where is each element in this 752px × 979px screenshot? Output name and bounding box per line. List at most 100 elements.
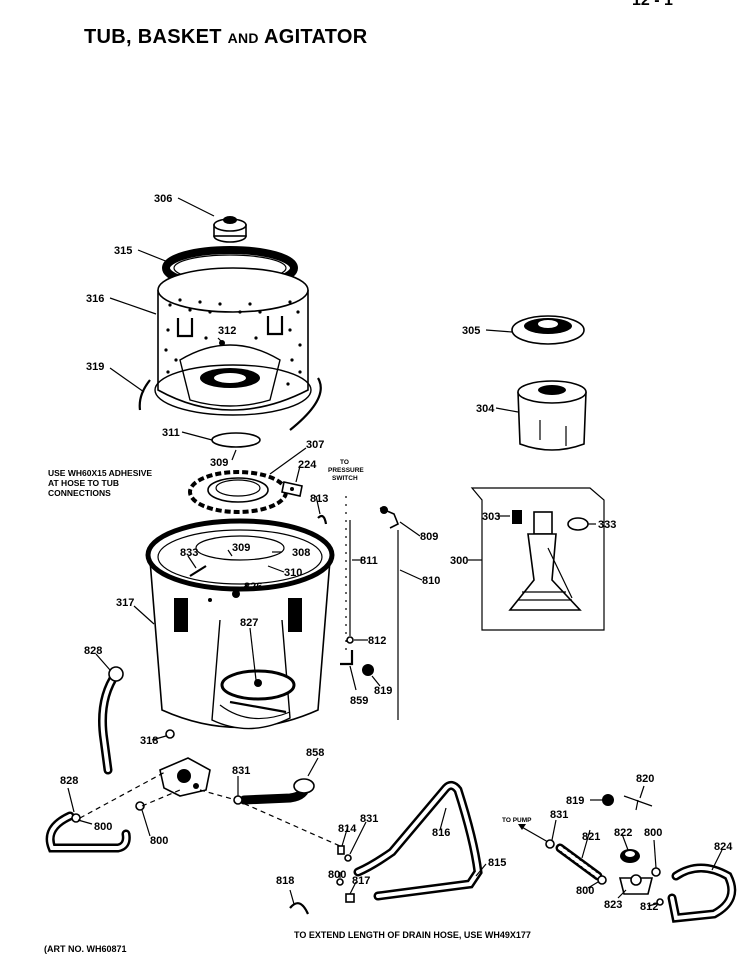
adhesive-note-line-3: CONNECTIONS [48, 488, 111, 498]
label-311: 311 [162, 427, 180, 439]
part-318-clip [165, 729, 175, 739]
label-831-right: 831 [550, 809, 568, 821]
part-300-agitator-box [470, 487, 605, 631]
title-end: AGITATOR [263, 26, 368, 48]
part-828-hose-lower [45, 811, 131, 853]
arrow-head [518, 824, 526, 830]
dashed-assembly-line-d [235, 799, 341, 847]
page-number: 12 - 1 [632, 0, 673, 9]
part-312-screw [219, 340, 225, 346]
label-312: 312 [218, 325, 236, 337]
label-317: 317 [116, 597, 134, 609]
arrow-to-pump [519, 825, 549, 843]
label-859: 859 [350, 695, 368, 707]
part-319-tube-b [289, 377, 322, 431]
label-817: 817 [352, 875, 370, 887]
label-319: 319 [86, 361, 104, 373]
part-822-grommet [620, 849, 640, 863]
part-820-screw [623, 795, 653, 811]
label-858: 858 [306, 747, 324, 759]
label-306: 306 [154, 193, 172, 205]
pressure-note-line-2: PRESSURE [328, 467, 364, 474]
part-304-auger [517, 380, 587, 451]
part-859-elbow [340, 650, 354, 666]
label-809: 809 [420, 531, 438, 543]
pressure-switch-note: TO PRESSURE SWITCH [328, 459, 364, 482]
part-819-cap-b [602, 794, 614, 806]
art-number: (ART NO. WH60871 [44, 944, 127, 954]
label-318: 318 [140, 735, 158, 747]
part-858-hose [239, 778, 315, 805]
label-814: 814 [338, 823, 357, 835]
part-813-clip [317, 514, 328, 525]
page-title: TUB, BASKET AND AGITATOR [84, 26, 367, 49]
label-821: 821 [582, 831, 600, 843]
label-307: 307 [306, 439, 324, 451]
part-824-hose [667, 863, 737, 923]
part-303-spring [512, 510, 522, 524]
part-831-clamp-b [344, 854, 352, 862]
label-309-bottom: 309 [232, 542, 250, 554]
part-831-clamp-a [233, 795, 243, 805]
basket-assembly [138, 216, 322, 448]
label-831-left: 831 [232, 765, 250, 777]
part-306-cap [213, 216, 247, 243]
label-309-top: 309 [210, 457, 228, 469]
label-828-upper: 828 [84, 645, 102, 657]
part-316-basket [154, 267, 312, 416]
adhesive-note-line-1: USE WH60X15 ADHESIVE [48, 468, 152, 478]
leader-lines [67, 197, 723, 907]
label-316: 316 [86, 293, 104, 305]
label-833: 833 [180, 547, 198, 559]
part-828-hose-upper [98, 666, 124, 775]
drain-hose-note: TO EXTEND LENGTH OF DRAIN HOSE, USE WH49… [294, 930, 531, 940]
part-300-agitator [508, 511, 582, 611]
part-811-tube [345, 496, 351, 650]
label-826: 826 [244, 581, 262, 593]
label-819-right: 819 [566, 795, 584, 807]
label-824: 824 [714, 841, 733, 853]
label-812-right: 812 [640, 901, 658, 913]
label-810: 810 [422, 575, 440, 587]
part-819-cap-a [362, 664, 374, 676]
label-818: 818 [276, 875, 294, 887]
part-800-clamp-d [597, 875, 607, 885]
part-831-clamp-c [545, 839, 555, 849]
label-816: 816 [432, 827, 450, 839]
label-828-lower: 828 [60, 775, 78, 787]
label-315: 315 [114, 245, 132, 257]
pressure-note-line-3: SWITCH [332, 475, 358, 482]
part-800-clamp-e [651, 867, 661, 877]
label-815: 815 [488, 857, 506, 869]
to-pump-note: TO PUMP [502, 817, 532, 824]
label-823: 823 [604, 899, 622, 911]
part-800-clamp-b [135, 801, 145, 811]
label-812-left: 812 [368, 635, 386, 647]
part-labels: 306 315 316 312 319 311 309 307 224 813 … [60, 193, 733, 913]
basket-perforations [164, 298, 302, 386]
part-818-clip [289, 902, 310, 915]
part-800-clamp-c [336, 878, 344, 886]
label-800-right-top: 800 [644, 827, 662, 839]
part-307-hub-assembly [188, 470, 288, 514]
label-300: 300 [450, 555, 468, 567]
part-833-bolt [189, 565, 207, 577]
label-822: 822 [614, 827, 632, 839]
label-820: 820 [636, 773, 654, 785]
label-308: 308 [292, 547, 310, 559]
adhesive-note-line-2: AT HOSE TO TUB [48, 478, 119, 488]
label-800-right-bottom: 800 [576, 885, 594, 897]
label-811: 811 [360, 555, 378, 567]
label-333: 333 [598, 519, 616, 531]
dashed-assembly-line-b [141, 789, 181, 807]
dashed-assembly-line-a [79, 771, 166, 819]
part-812-clip-b [656, 898, 664, 906]
part-823-connector [618, 874, 654, 895]
label-224: 224 [298, 459, 317, 471]
pressure-note-line-1: TO [340, 459, 349, 466]
title-connector: AND [227, 30, 259, 46]
label-800-drain: 800 [328, 869, 346, 881]
title-main: TUB, BASKET [84, 26, 222, 48]
part-319-tube [138, 379, 151, 411]
